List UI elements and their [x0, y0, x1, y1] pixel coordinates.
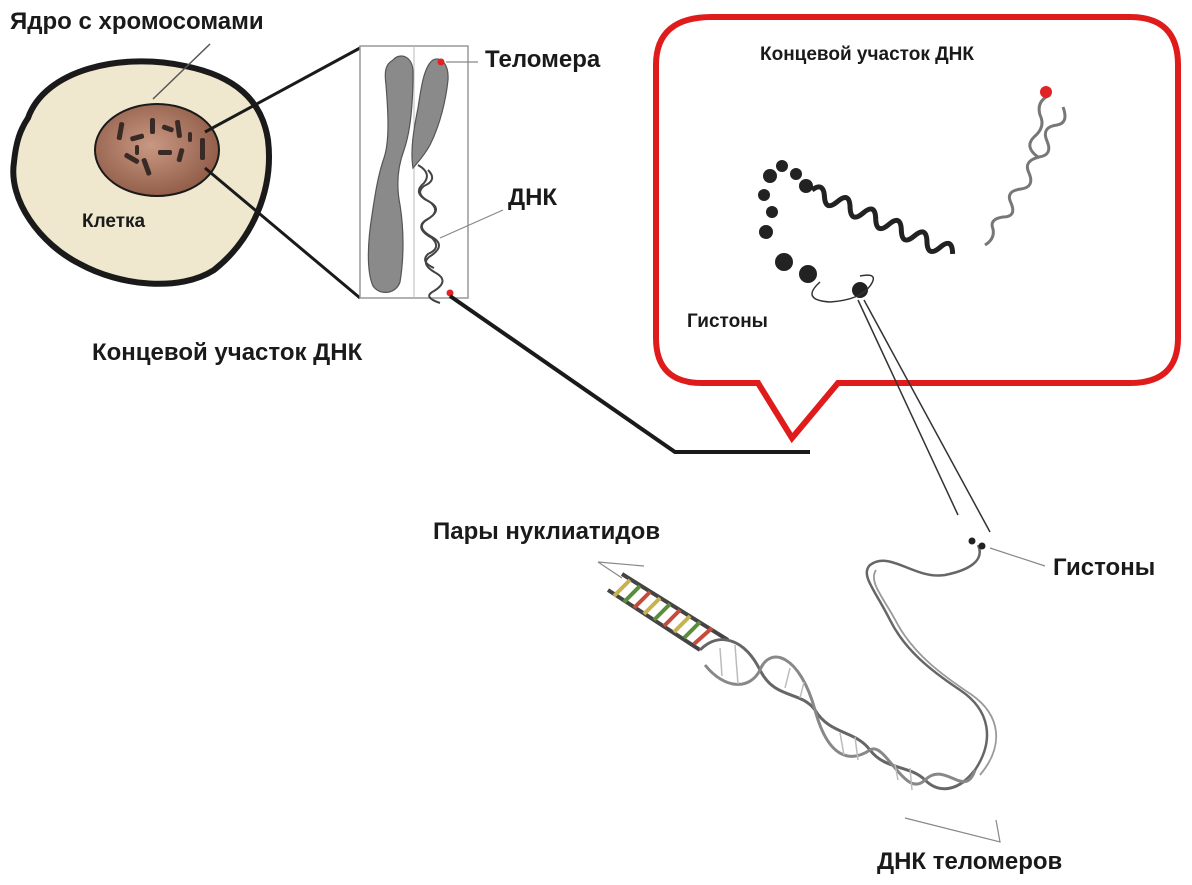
telomere-dna-pointer	[905, 818, 1000, 842]
label-telomere-dna: ДНК теломеров	[877, 850, 1062, 874]
histone-small-b	[979, 543, 986, 550]
dna-double-helix-strand-b	[705, 657, 975, 784]
dna-helix-illustration	[598, 538, 1045, 843]
callout-telomere-tip	[1040, 86, 1052, 98]
label-histones-callout: Гистоны	[687, 312, 768, 331]
label-telomere: Теломера	[485, 48, 600, 72]
nucleotide-pointer	[598, 562, 644, 578]
chromosome-panel	[360, 46, 503, 303]
label-nucleotide-pairs: Пары нуклиатидов	[433, 520, 660, 544]
label-dna-end-region-callout: Концевой участок ДНК	[760, 45, 974, 64]
histone-small-a	[969, 538, 976, 545]
label-dna-end-region-left: Концевой участок ДНК	[92, 341, 362, 365]
label-cell: Клетка	[82, 212, 145, 231]
label-dna: ДНК	[508, 186, 557, 210]
label-histones-right: Гистоны	[1053, 556, 1155, 580]
callout-bubble	[656, 17, 1178, 438]
cell-illustration	[13, 44, 360, 298]
nucleotide-ladder	[608, 574, 728, 650]
histones-pointer	[990, 548, 1045, 566]
telomere-tip-top	[438, 59, 445, 66]
dna-thin-strand	[867, 545, 987, 770]
dna-double-helix-strand-a	[700, 640, 975, 789]
label-nucleus-with-chromosomes: Ядро с хромосомами	[10, 10, 264, 34]
